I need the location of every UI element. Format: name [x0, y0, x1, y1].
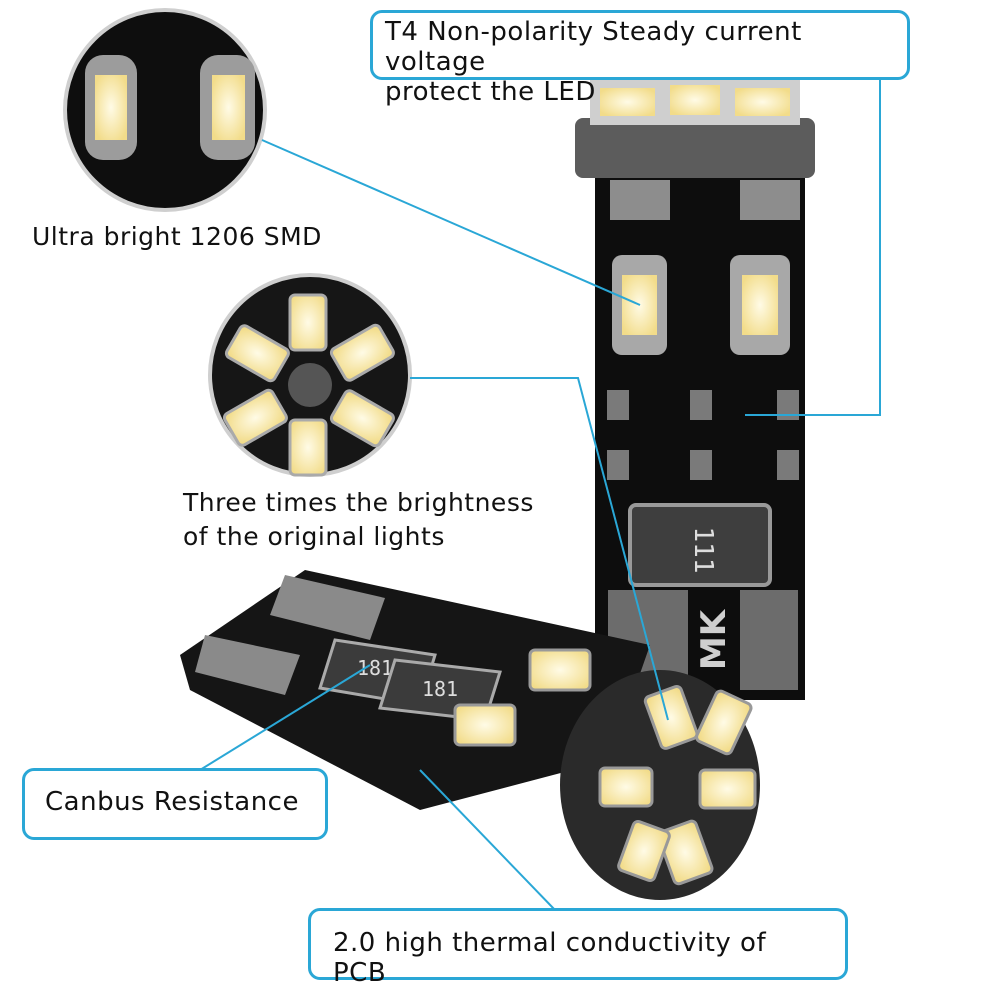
resistor-mark-a: 181	[357, 656, 393, 680]
resistor-mark-b: 181	[422, 677, 458, 701]
upright-resistor	[628, 503, 772, 587]
smd-feature-label: Ultra bright 1206 SMD	[32, 222, 322, 251]
top-cap-ring	[575, 118, 815, 178]
lying-led	[453, 703, 517, 747]
top-led-3	[735, 88, 790, 116]
front-disc-leds	[598, 685, 757, 886]
brightness-label: Three times the brightness of the origin…	[183, 486, 534, 554]
t4-feature-line1: T4 Non-polarity Steady current voltage	[385, 17, 802, 77]
lying-led	[528, 648, 592, 692]
board-brand: MK	[694, 608, 734, 670]
solder-pad	[610, 180, 670, 220]
top-led-1	[600, 88, 655, 116]
upright-bulb: 111 MK	[575, 80, 815, 700]
canbus-label: Canbus Resistance	[45, 787, 299, 817]
pad-grid	[607, 390, 799, 480]
t4-feature-line2: protect the LED	[385, 77, 596, 107]
lying-copper-pad	[195, 635, 300, 695]
side-led-right	[742, 275, 778, 335]
brightness-line2: of the original lights	[183, 521, 445, 551]
resistor-mark-c: 111	[688, 527, 718, 574]
lying-bulb: 181 181	[180, 570, 760, 900]
smd-led-right	[212, 75, 245, 140]
smd-led-left	[95, 75, 127, 140]
copper-area	[740, 590, 798, 690]
lying-copper-pad	[270, 575, 385, 640]
canbus-callout: Canbus Resistance	[22, 768, 328, 840]
pcb-feature-label: 2.0 high thermal conductivity of PCB	[333, 928, 767, 988]
pcb-feature-callout: 2.0 high thermal conductivity of PCB	[308, 908, 848, 988]
brightness-line1: Three times the brightness	[183, 488, 534, 517]
t4-feature-callout: T4 Non-polarity Steady current voltage p…	[370, 10, 910, 107]
top-led-2	[670, 85, 720, 115]
callout-lines	[199, 78, 881, 911]
magnified-smd-circle	[63, 8, 267, 212]
solder-pad	[740, 180, 800, 220]
magnified-disc-circle	[208, 273, 412, 477]
